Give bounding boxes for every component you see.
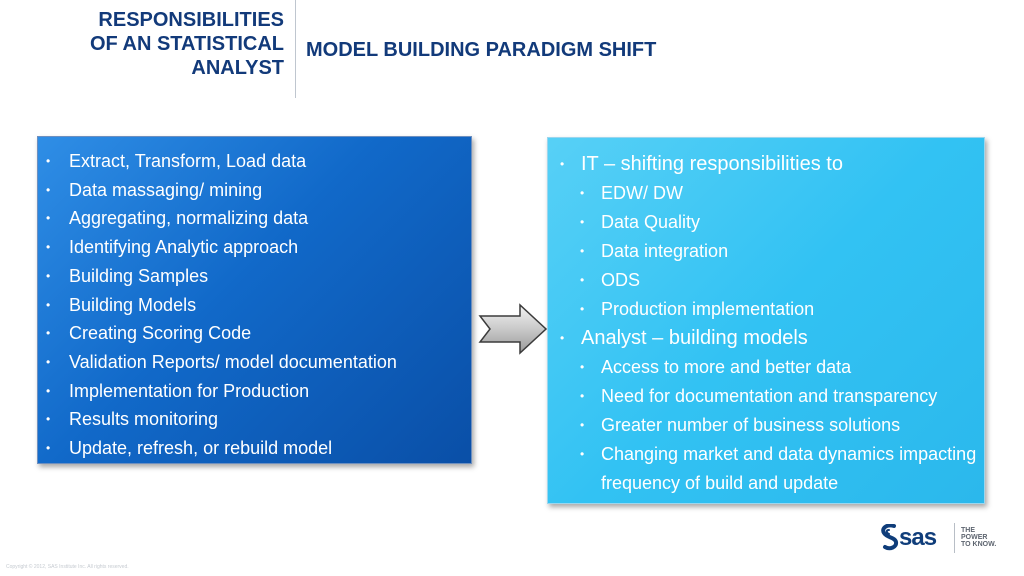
bullet-icon: • bbox=[46, 211, 51, 226]
list-item-text: EDW/ DW bbox=[601, 183, 683, 203]
list-item-level-2: • Access to more and better data bbox=[560, 353, 984, 382]
responsibilities-panel: • Extract, Transform, Load data • Data mass… bbox=[37, 136, 472, 464]
bullet-icon: • bbox=[46, 297, 51, 312]
list-item-level-2: • Need for documentation and transparency bbox=[560, 382, 984, 411]
bullet-icon: • bbox=[46, 326, 51, 341]
list-item-text: Update, refresh, or rebuild model bbox=[69, 438, 333, 459]
bullet-icon: • bbox=[46, 182, 51, 197]
list-item-text: Extract, Transform, Load data bbox=[69, 151, 307, 171]
list-item: • Implementation for Production bbox=[46, 377, 471, 406]
title-divider bbox=[295, 0, 296, 98]
right-arrow-icon bbox=[478, 303, 548, 355]
bullet-icon: • bbox=[580, 302, 585, 316]
bullet-icon: • bbox=[580, 215, 585, 229]
list-item: • Building Models bbox=[46, 291, 471, 320]
bullet-icon: • bbox=[46, 412, 51, 427]
list-item-text: Access to more and better data bbox=[601, 357, 852, 377]
paradigm-shift-panel: • IT – shifting responsibilities to • EDW/ … bbox=[547, 137, 985, 504]
logo-tagline: THE POWER TO KNOW. bbox=[961, 527, 997, 548]
logo-divider bbox=[954, 523, 955, 553]
list-item: • Data massaging/ mining bbox=[46, 176, 471, 205]
bullet-icon: • bbox=[46, 441, 51, 456]
bullet-icon: • bbox=[580, 418, 585, 432]
bullet-icon: • bbox=[580, 447, 585, 461]
list-item-text: Results monitoring bbox=[69, 409, 219, 430]
list-item-level-1: • Analyst – building models bbox=[560, 324, 984, 353]
responsibilities-list: • Extract, Transform, Load data • Data mass… bbox=[46, 147, 471, 463]
list-item-text: Analyst – building models bbox=[581, 327, 808, 349]
list-item-text: Data massaging/ mining bbox=[69, 179, 263, 200]
list-item-text: Building Samples bbox=[69, 265, 209, 286]
list-item-text: Creating Scoring Code bbox=[69, 323, 252, 344]
slide-subtitle: MODEL BUILDING PARADIGM SHIFT bbox=[306, 39, 657, 61]
list-item-level-2: • Data integration bbox=[560, 237, 984, 266]
sas-logo: sas THE POWER TO KNOW. bbox=[879, 521, 999, 555]
bullet-icon: • bbox=[46, 268, 51, 283]
list-item-text: Aggregating, normalizing data bbox=[69, 208, 309, 229]
list-item: • Update, refresh, or rebuild model bbox=[46, 434, 471, 463]
list-item-text: Data Quality bbox=[601, 212, 701, 232]
list-item-text: Validation Reports/ model documentation bbox=[69, 351, 397, 372]
list-item-text: ODS bbox=[601, 270, 641, 290]
slide-title: RESPONSIBILITIES OF AN STATISTICAL ANALY… bbox=[89, 9, 284, 79]
list-item-level-2: • ODS bbox=[560, 266, 984, 295]
list-item-level-2: • EDW/ DW bbox=[560, 179, 984, 208]
list-item: • Validation Reports/ model documentation bbox=[46, 348, 471, 377]
bullet-icon: • bbox=[580, 244, 585, 258]
sas-logo-icon bbox=[881, 524, 899, 551]
list-item-text: IT – shifting responsibilities to bbox=[581, 153, 843, 175]
paradigm-shift-list: • IT – shifting responsibilities to • EDW/ … bbox=[560, 150, 984, 498]
copyright-notice: Copyright © 2012, SAS Institute Inc. All… bbox=[6, 564, 129, 570]
list-item-text: Production implementation bbox=[601, 299, 815, 319]
bullet-icon: • bbox=[580, 186, 585, 200]
list-item: • Identifying Analytic approach bbox=[46, 233, 471, 262]
bullet-icon: • bbox=[580, 273, 585, 287]
list-item-text: Greater number of business solutions bbox=[601, 415, 901, 435]
list-item: • Building Samples bbox=[46, 262, 471, 291]
list-item: • Aggregating, normalizing data bbox=[46, 204, 471, 233]
list-item-text: Implementation for Production bbox=[69, 380, 310, 401]
list-item-level-2: • Changing market and data dynamics impac… bbox=[560, 440, 984, 498]
bullet-icon: • bbox=[46, 154, 51, 168]
list-item-text: Identifying Analytic approach bbox=[69, 237, 299, 258]
bullet-icon: • bbox=[560, 157, 565, 171]
list-item-text: Need for documentation and transparency bbox=[601, 386, 938, 406]
sas-wordmark: sas bbox=[899, 524, 937, 551]
bullet-icon: • bbox=[46, 383, 51, 398]
bullet-icon: • bbox=[46, 354, 51, 369]
list-item-level-2: • Greater number of business solutions bbox=[560, 411, 984, 440]
list-item: • Creating Scoring Code bbox=[46, 319, 471, 348]
list-item-level-2: • Production implementation bbox=[560, 295, 984, 324]
list-item: • Extract, Transform, Load data bbox=[46, 147, 471, 176]
bullet-icon: • bbox=[580, 360, 585, 374]
bullet-icon: • bbox=[580, 389, 585, 403]
bullet-icon: • bbox=[560, 331, 565, 345]
list-item-text: Building Models bbox=[69, 294, 197, 315]
bullet-icon: • bbox=[46, 240, 51, 255]
list-item-text: Data integration bbox=[601, 241, 729, 261]
list-item-level-2: • Data Quality bbox=[560, 208, 984, 237]
list-item: • Results monitoring bbox=[46, 405, 471, 434]
list-item-level-1: • IT – shifting responsibilities to bbox=[560, 150, 984, 179]
list-item-text: Changing market and data dynamics impact… bbox=[601, 444, 977, 493]
